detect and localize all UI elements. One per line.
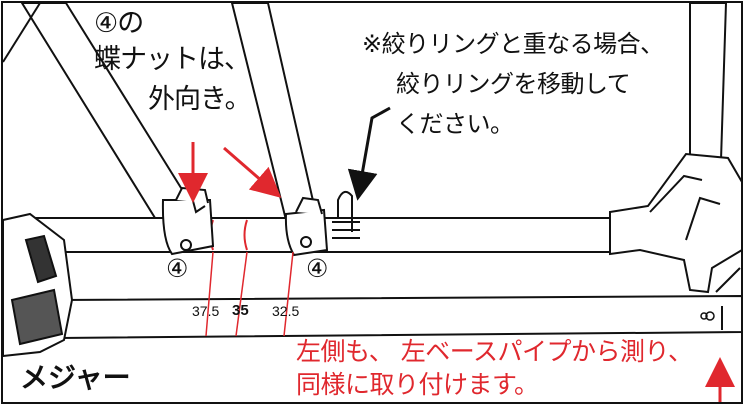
- clamp-right-label: ④: [306, 254, 329, 283]
- note-line3: ください。: [396, 110, 514, 138]
- clamp-left-label: ④: [166, 254, 189, 283]
- measure-label: メジャー: [20, 361, 131, 394]
- clamp-right: [284, 196, 329, 257]
- note-line1: ※絞りリングと重なる場合、: [362, 30, 664, 58]
- tick-32-5: 32.5: [272, 303, 300, 319]
- tick-35: 35: [232, 302, 249, 319]
- background-leg-line: [2, 2, 41, 63]
- tape-end-marks: [700, 311, 715, 321]
- note-line2: 絞りリングを移動して: [396, 70, 631, 98]
- base-fitting: [609, 1, 743, 294]
- tape-reel: [2, 212, 74, 358]
- red-note-line1: 左側も、 左ベースパイプから測り、: [296, 337, 693, 366]
- note-arrow: [347, 106, 391, 201]
- wing-nut-label-line2: 蝶ナットは、: [94, 44, 251, 75]
- measuring-tape: [59, 294, 743, 340]
- wing-nut-label-line1: ④の: [94, 8, 144, 39]
- tick-37-5: 37.5: [192, 303, 220, 319]
- red-note-line2: 同様に取り付けます。: [296, 370, 539, 399]
- scale-lines: [205, 251, 294, 337]
- wing-nut-label-line3: 外向き。: [148, 84, 252, 115]
- red-arrow-right-nut: [223, 146, 282, 198]
